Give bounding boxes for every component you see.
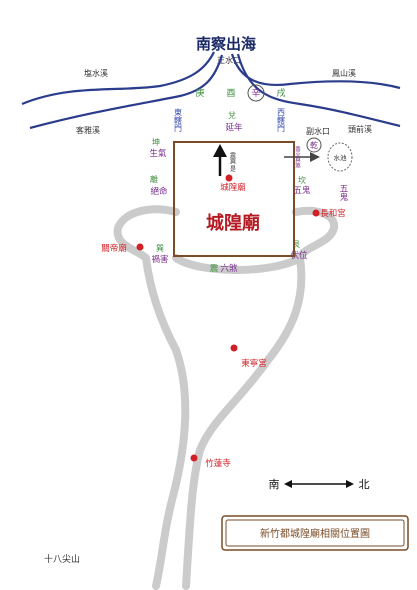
river-right-lower-label: 頭前溪 <box>348 124 372 134</box>
small-up-label: 震巽 是 <box>229 152 236 173</box>
fs-shengqi: 生氣 <box>149 148 167 159</box>
zhulian-marker <box>190 454 198 462</box>
fs-qian: 乾 <box>310 140 318 150</box>
fs-wugui: 五鬼 <box>293 185 311 196</box>
dongning-label: 東寧宮 <box>241 358 267 369</box>
caption-text: 新竹都城隍廟相關位置圖 <box>260 527 370 540</box>
dongning-marker <box>230 344 238 352</box>
caption-box-inner <box>225 519 405 547</box>
secondary-water-mouth-label: 副水口 <box>306 126 330 136</box>
fs-liusha: 六煞 <box>220 263 238 274</box>
fs-fuwei: 伏位 <box>290 250 308 261</box>
changhe-marker <box>312 209 320 217</box>
temple-boundary-box <box>173 141 295 257</box>
west-gate-label: 西轄門 <box>277 108 286 133</box>
river-right-label: 鳳山溪 <box>332 68 356 78</box>
fs-kun: 坤 <box>152 137 160 147</box>
qian-circle <box>306 137 322 153</box>
river-left-label: 塩水溪 <box>84 68 108 78</box>
temple-point-label: 城隍廟 <box>220 182 246 193</box>
river-left-lower-label: 客雅溪 <box>76 125 100 135</box>
direction-north: 北 <box>359 478 370 491</box>
mountain-label: 十八尖山 <box>44 553 80 565</box>
fs-wugui-side: 五鬼 <box>338 184 348 202</box>
map-title: 南察出海 <box>196 35 256 53</box>
pool-label: 水池 <box>334 153 348 162</box>
fs-jueming: 絕命 <box>150 186 168 197</box>
water-pool <box>327 142 353 172</box>
compass-geng: 庚 <box>195 87 204 99</box>
temple-point-marker <box>225 174 233 182</box>
fs-yannian: 延年 <box>225 122 243 133</box>
changhe-label: 長和宮 <box>320 208 346 219</box>
fs-huohai: 禍害 <box>151 254 168 265</box>
fs-dui: 兌 <box>228 110 236 120</box>
right-arrow-head <box>310 152 320 162</box>
xin-circle <box>247 84 265 102</box>
direction-arrow-right <box>346 480 354 488</box>
compass-you: 酉 <box>226 88 235 99</box>
compass-xu: 戌 <box>276 87 285 99</box>
fs-gen: 艮 <box>292 240 300 249</box>
fs-kan: 坎 <box>298 175 306 185</box>
guandi-label: 關帝廟 <box>101 243 127 254</box>
east-gate-label: 東轄門 <box>174 107 183 133</box>
direction-south: 南 <box>269 478 280 491</box>
fs-xun: 巽 <box>156 244 164 253</box>
fs-zhen: 震 <box>210 264 219 274</box>
small-arrow-text: 香火與煞 <box>294 145 301 170</box>
zhulian-label: 竹蓮寺 <box>205 458 231 469</box>
river-lines <box>21 51 401 130</box>
mountain-body-outline <box>113 205 339 590</box>
guandi-marker <box>136 243 144 251</box>
compass-xin: 辛 <box>251 87 260 99</box>
temple-main-label: 城隍廟 <box>206 212 260 234</box>
heading-arrow-head <box>213 144 227 157</box>
fs-li: 離 <box>150 174 158 184</box>
direction-arrow-left <box>284 480 292 488</box>
main-water-mouth-label: 正水口 <box>217 55 241 65</box>
